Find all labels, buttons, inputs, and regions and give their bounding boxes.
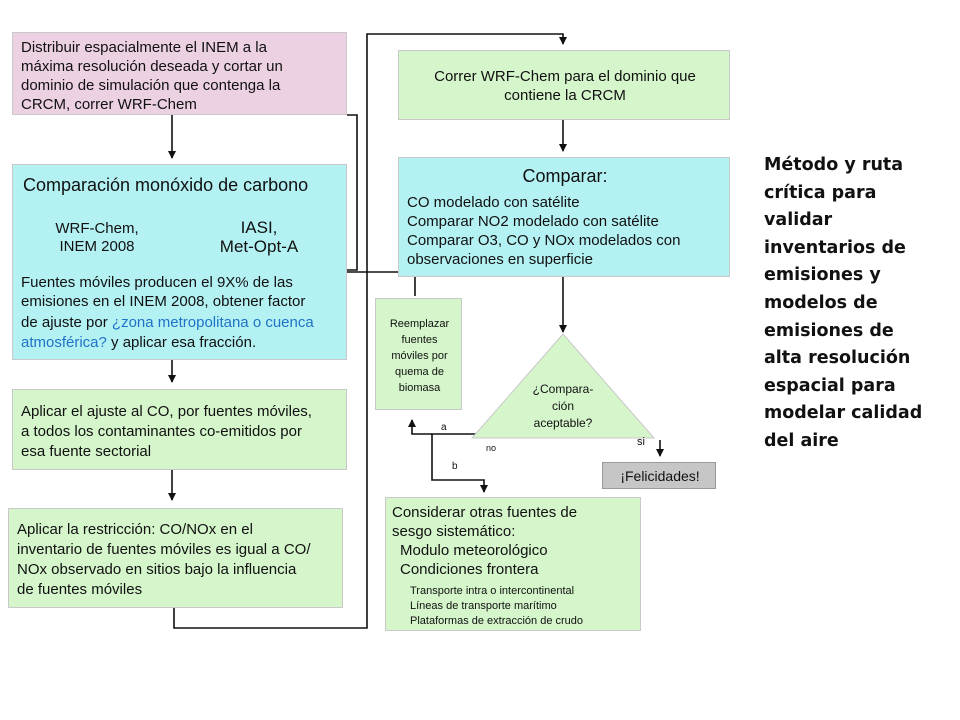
- considerar-sub-1: Transporte intra o intercontinental: [410, 585, 575, 597]
- considerar-sub-3: Plataformas de extracción de crudo: [410, 615, 584, 627]
- side-title-line-2: crítica para: [764, 182, 877, 203]
- comparacion-right-1: IASI,: [240, 218, 278, 237]
- decision-label-b: b: [452, 461, 458, 472]
- box-considerar: Considerar otras fuentes de sesgo sistem…: [385, 497, 641, 631]
- comparacion-title: Comparación monóxido de carbono: [23, 175, 309, 195]
- comparacion-left-2: INEM 2008: [59, 238, 135, 255]
- comparar-title: Comparar:: [522, 166, 608, 186]
- comparacion-para-1: Fuentes móviles producen el 9X% de las: [21, 274, 293, 291]
- arrow-restriccion-to-correr: [173, 33, 567, 629]
- reemplazar-line-2: fuentes: [401, 334, 438, 346]
- correr-line-2: contiene la CRCM: [504, 87, 626, 104]
- side-title: Método y ruta crítica para validar inven…: [764, 152, 954, 456]
- ajuste-line-2: a todos los contaminantes co-emitidos po…: [21, 423, 302, 440]
- considerar-line-3: Modulo meteorológico: [400, 542, 548, 559]
- considerar-line-2: sesgo sistemático:: [392, 523, 516, 540]
- comparar-line-4: observaciones en superficie: [407, 251, 593, 268]
- comparacion-para-4-text: y aplicar esa fracción.: [106, 334, 257, 351]
- ajuste-line-3: esa fuente sectorial: [21, 443, 152, 460]
- comparacion-para-4: atmosférica? y aplicar esa fracción.: [21, 333, 256, 352]
- comparacion-link-1: ¿zona metropolitana o cuenca: [111, 314, 314, 331]
- box-reemplazar: Reemplazar fuentes móviles por quema de …: [375, 298, 462, 410]
- arrow-branch-a: [408, 419, 432, 435]
- reemplazar-line-4: quema de: [395, 366, 444, 378]
- decision-line-1: ¿Compara-: [532, 382, 594, 396]
- restriccion-line-3: NOx observado en sitios bajo la influenc…: [17, 561, 297, 578]
- decision-label-no: no: [486, 443, 497, 453]
- comparacion-link-2: atmosférica?: [21, 334, 107, 351]
- side-title-line-4: inventarios de: [764, 237, 906, 258]
- felicidades-text: ¡Felicidades!: [620, 468, 700, 484]
- considerar-sub-2: Líneas de transporte marítimo: [410, 600, 557, 612]
- box-distribuir: Distribuir espacialmente el INEM a la má…: [12, 32, 347, 115]
- distribuir-line-4: CRCM, correr WRF-Chem: [21, 96, 197, 113]
- restriccion-line-1: Aplicar la restricción: CO/NOx en el: [17, 521, 253, 538]
- decision-label-si: si: [637, 436, 645, 448]
- distribuir-line-2: máxima resolución deseada y cortar un: [21, 58, 283, 75]
- side-title-line-3: validar: [764, 210, 833, 231]
- box-correr-wrf: Correr WRF-Chem para el dominio que cont…: [398, 50, 730, 120]
- decision-line-2: ción: [551, 399, 574, 413]
- considerar-line-1: Considerar otras fuentes de: [392, 504, 578, 521]
- side-title-line-10: modelar calidad: [764, 403, 923, 424]
- comparacion-right-2: Met-Opt-A: [219, 237, 299, 256]
- side-title-line-11: del aire: [764, 430, 839, 451]
- restriccion-line-4: de fuentes móviles: [17, 581, 143, 598]
- reemplazar-line-5: biomasa: [398, 382, 441, 394]
- box-aplicar-ajuste: Aplicar el ajuste al CO, por fuentes móv…: [12, 389, 347, 470]
- reemplazar-line-1: Reemplazar: [389, 318, 450, 330]
- comparacion-para-2: emisiones en el INEM 2008, obtener facto…: [21, 293, 306, 310]
- restriccion-line-2: inventario de fuentes móviles es igual a…: [17, 541, 311, 558]
- decision-label-a: a: [441, 422, 447, 433]
- considerar-line-4: Condiciones frontera: [400, 561, 539, 578]
- side-title-line-7: emisiones de: [764, 320, 894, 341]
- side-title-line-6: modelos de: [764, 292, 878, 313]
- box-comparar: Comparar: CO modelado con satélite Compa…: [398, 157, 730, 277]
- comparar-line-3: Comparar O3, CO y NOx modelados con: [407, 232, 681, 249]
- comparar-line-2: Comparar NO2 modelado con satélite: [407, 213, 659, 230]
- decision-triangle: [470, 333, 656, 439]
- correr-line-1: Correr WRF-Chem para el dominio que: [434, 68, 696, 85]
- side-title-line-9: espacial para: [764, 375, 896, 396]
- side-title-line-8: alta resolución: [764, 348, 911, 369]
- box-comparacion-co: Comparación monóxido de carbono WRF-Chem…: [12, 164, 347, 360]
- side-title-line-5: emisiones y: [764, 265, 881, 286]
- line-decision-no: [431, 433, 494, 493]
- comparar-line-1: CO modelado con satélite: [407, 194, 580, 211]
- reemplazar-line-3: móviles por: [391, 350, 448, 362]
- distribuir-line-1: Distribuir espacialmente el INEM a la: [21, 39, 267, 56]
- comparacion-left-1: WRF-Chem,: [55, 220, 139, 237]
- side-title-line-1: Método y ruta: [764, 155, 904, 175]
- line-distribuir-right: [347, 114, 358, 271]
- box-restriccion: Aplicar la restricción: CO/NOx en el inv…: [8, 508, 343, 608]
- ajuste-line-1: Aplicar el ajuste al CO, por fuentes móv…: [21, 403, 312, 420]
- distribuir-line-3: dominio de simulación que contenga la: [21, 77, 281, 94]
- comparacion-para-3: de ajuste por ¿zona metropolitana o cuen…: [21, 313, 314, 332]
- comparacion-para-3-text: de ajuste por: [21, 314, 112, 331]
- decision-line-3: aceptable?: [533, 416, 593, 430]
- box-felicidades: ¡Felicidades!: [602, 462, 716, 489]
